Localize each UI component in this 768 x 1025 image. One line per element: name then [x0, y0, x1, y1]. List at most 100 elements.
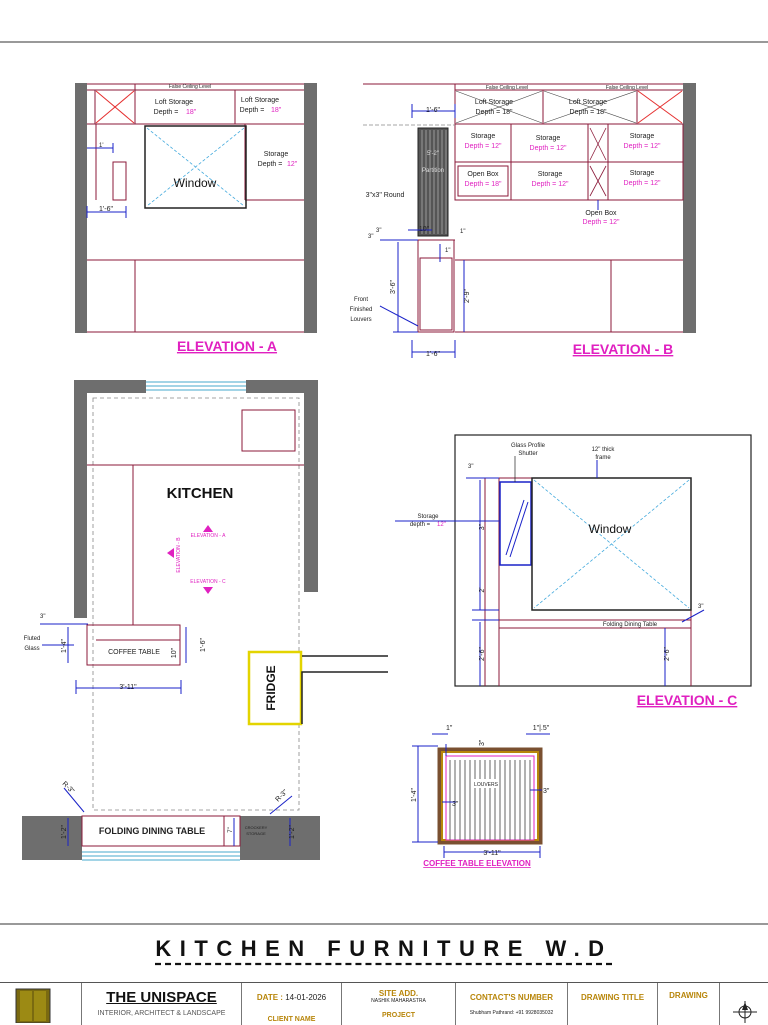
storage-c-depth: depth =: [410, 522, 431, 528]
elevation-a-caption: ELEVATION - A: [177, 338, 277, 354]
dim-c-3c: 3": [698, 604, 703, 610]
dim-c-3: 3": [468, 464, 473, 470]
loft-depth-a1: Depth =: [154, 109, 179, 116]
elevation-c-caption: ELEVATION - C: [637, 692, 738, 708]
dim-c-2-6b: 2'-6": [664, 647, 671, 661]
open-box-b2: Open Box: [585, 210, 617, 217]
elev-c-marker: ELEVATION - C: [190, 579, 226, 585]
storage-b5: Storage: [630, 170, 655, 177]
coffee-table-label: COFFEE TABLE: [108, 649, 160, 656]
date-cell: DATE : 14-01-2026 CLIENT NAME: [242, 983, 342, 1025]
coffee-dim-3-11: 3'-11": [483, 850, 501, 857]
loft-label-a1: Loft Storage: [155, 99, 193, 106]
dim-b-2-9: 2'-9": [464, 289, 471, 303]
plan-dim-10: 10": [171, 647, 178, 658]
partition-dim: 5'-2": [427, 151, 439, 157]
kitchen-plan: KITCHEN ELEVATION - A ELEVATION - B ELEV…: [22, 380, 388, 861]
dim-b-side: 3'-6": [390, 280, 397, 294]
louvers-label: LOUVERS: [474, 782, 499, 788]
storage-b1: Storage: [471, 133, 496, 140]
elev-b-marker: ELEVATION - B: [176, 537, 182, 573]
north-cell: [720, 983, 768, 1025]
dim-c-2-6a: 2'-6": [479, 647, 486, 661]
loft-depth-a2: Depth =: [240, 107, 265, 114]
contact-value: Shubham Pathrand: +91 9928035032: [469, 1010, 554, 1016]
kitchen-label: KITCHEN: [167, 485, 234, 502]
storage-b3: Storage: [630, 133, 655, 140]
louvers-b1: Front: [354, 297, 368, 303]
folding-label-c: Folding Dining Table: [603, 622, 658, 628]
louvers-b3: Louvers: [350, 317, 371, 323]
client-label: CLIENT NAME: [267, 1016, 316, 1023]
dim-b-top: 1'-6": [426, 107, 440, 114]
dim-a-2: 1'-6": [99, 206, 113, 213]
window-label-c: Window: [589, 522, 632, 536]
elevation-b-caption: ELEVATION - B: [573, 341, 674, 357]
elevation-a: False Ceiling Level Loft Storage Depth =…: [75, 83, 317, 354]
false-ceiling-label-b2: False Ceiling Level: [606, 85, 648, 91]
elevation-b: False Ceiling Level False Ceiling Level …: [350, 83, 696, 358]
open-box-b1: Open Box: [467, 171, 499, 178]
coffee-dim-1-4: 1'-4": [411, 788, 418, 802]
storage-depth-val-a: 12": [287, 161, 298, 168]
plan-dim-3-11: 3'-11": [119, 684, 137, 691]
storage-b2-depth: Depth = 12": [530, 145, 567, 152]
plan-dim-1-4: 1'-4": [61, 639, 68, 653]
plan-dim-r2: R-3": [274, 788, 289, 803]
storage-b4-depth: Depth = 12": [532, 181, 569, 188]
loft-depth-val-a2: 18": [271, 107, 282, 114]
coffee-dim-1: 1": [446, 725, 453, 732]
plan-dim-1-6: 1'-6": [200, 638, 207, 652]
drawing-label: DRAWING: [669, 991, 708, 1000]
dim-b-3b: 3": [376, 228, 381, 234]
firm-cell: THE UNISPACE INTERIOR, ARCHITECT & LANDS…: [82, 983, 242, 1025]
storage-b2: Storage: [536, 135, 561, 142]
loft-label-b1: Loft Storage: [475, 99, 513, 106]
coffee-dim-3a: 3": [479, 739, 486, 746]
frame-label-1: 12" thick: [592, 447, 616, 453]
storage-c-label: Storage: [417, 514, 439, 520]
sheet-title: KITCHEN FURNITURE W.D: [155, 936, 613, 961]
drawing-title-label: DRAWING TITLE: [580, 993, 645, 1002]
coffee-dim-3c: 3": [543, 788, 550, 795]
dim-a-1: 1': [99, 143, 103, 149]
north-arrow-icon: [733, 1001, 757, 1023]
storage-b4: Storage: [538, 171, 563, 178]
plan-dim-7: 7": [228, 827, 234, 832]
title-block: THE UNISPACE INTERIOR, ARCHITECT & LANDS…: [0, 982, 768, 1025]
false-ceiling-label-a: False Ceiling Level: [169, 84, 211, 90]
fluted-label-1: Fluted: [24, 636, 41, 642]
storage-label-a: Storage: [264, 151, 289, 158]
logo-cell: [0, 983, 82, 1025]
folding-table-label: FOLDING DINING TABLE: [99, 826, 205, 836]
false-ceiling-label-b1: False Ceiling Level: [486, 85, 528, 91]
contact-label: CONTACT'S NUMBER: [469, 993, 554, 1002]
loft-label-a2: Loft Storage: [241, 97, 279, 104]
drawing-title-cell: DRAWING TITLE: [568, 983, 658, 1025]
partition-label: Partition: [422, 168, 444, 174]
dim-b-10: 10": [419, 226, 430, 233]
loft-depth-val-a1: 18": [186, 109, 197, 116]
dim-b-1b: 1": [445, 248, 450, 254]
storage-c-val: 12": [437, 522, 446, 528]
site-value: NASHIK MAHARASTRA: [371, 998, 426, 1004]
storage-b1-depth: Depth = 12": [465, 143, 502, 150]
plan-dim-3: 3": [40, 614, 45, 620]
date-label: DATE :: [256, 993, 283, 1002]
glass-label-2: Shutter: [518, 451, 537, 457]
coffee-elev-caption: COFFEE TABLE ELEVATION: [423, 859, 531, 868]
dim-c-3b: 3": [479, 523, 486, 530]
dim-b-1: 1": [460, 229, 465, 235]
open-box-b1-depth: Depth = 18": [465, 181, 502, 188]
site-cell: SITE ADD. NASHIK MAHARASTRA PROJECT: [342, 983, 456, 1025]
plan-dim-1-2b: 1'-2": [289, 825, 296, 839]
drawing-cell: DRAWING: [658, 983, 720, 1025]
storage-b5-depth: Depth = 12": [624, 180, 661, 187]
crockery-label-2: STORAGE: [246, 831, 266, 836]
frame-label-2: frame: [595, 455, 611, 461]
elevation-c: Glass Profile Shutter 12" thick frame St…: [395, 434, 752, 708]
storage-b3-depth: Depth = 12": [624, 143, 661, 150]
date-value: 14-01-2026: [285, 993, 327, 1002]
site-label: SITE ADD.: [378, 989, 419, 998]
